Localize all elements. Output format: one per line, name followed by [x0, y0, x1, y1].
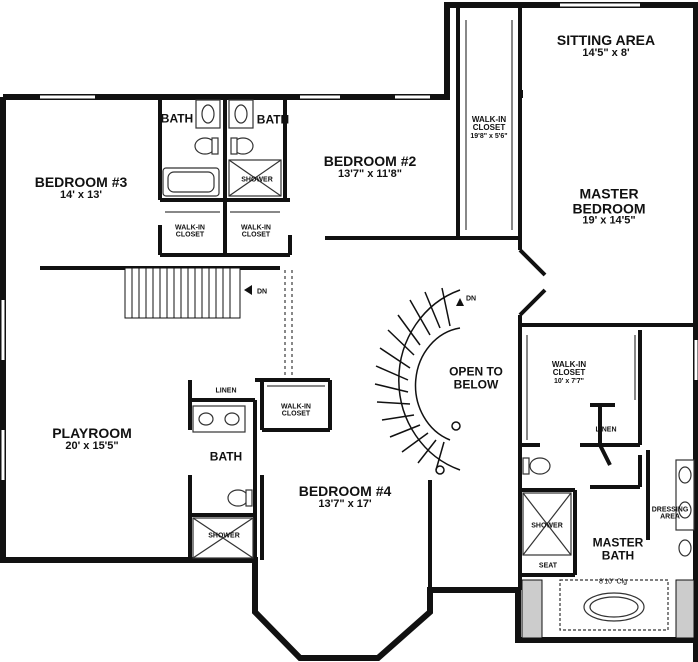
sitting-area-name: SITTING AREA [556, 31, 656, 48]
linen-hall-label: LINEN [215, 387, 237, 395]
bedroom3-dims: 14' x 13' [60, 188, 102, 201]
dashed-lines [284, 270, 665, 591]
walkin-closet-top-dims: 19'8" x 5'6" [470, 132, 508, 140]
master-bath-name1: MASTER [592, 535, 644, 550]
ceiling-label: 8'10" Clg [599, 578, 627, 586]
bath-left-label: BATH [160, 111, 194, 126]
bedroom4-label: BEDROOM #4 13'7" x 17' [299, 484, 392, 510]
walkin-closet-b4-label: WALK-IN CLOSET [281, 404, 311, 419]
window-marks [519, 90, 697, 98]
walkin-closet-top-label: WALK-IN CLOSET 19'8" x 5'6" [470, 114, 508, 140]
walkin-closet-master-label: WALK-IN CLOSET 10' x 7'7" [551, 359, 587, 385]
walkin-closet-b2-label: WALK-IN CLOSET [241, 225, 271, 240]
walkin-closet-b2-name1: WALK-IN [241, 224, 271, 232]
walkin-closet-master-dims: 10' x 7'7" [553, 377, 584, 385]
bath-hall-label: BATH [209, 449, 243, 464]
shower-upper-label: SHOWER [241, 176, 273, 184]
playroom-name: PLAYROOM [52, 424, 132, 441]
bedroom2-name: BEDROOM #2 [323, 152, 417, 169]
stair-arrow-curved [456, 298, 464, 306]
bath-right-label: BATH [256, 112, 290, 127]
open-to-below-name2: BELOW [453, 377, 499, 391]
walkin-closet-b3-label: WALK-IN CLOSET [175, 225, 205, 240]
sitting-area-dims: 14'5" x 8' [582, 46, 630, 59]
master-bath-label: MASTER BATH [593, 536, 644, 561]
walkin-closet-top-name2: CLOSET [472, 123, 506, 133]
bedroom3-name: BEDROOM #3 [34, 173, 128, 190]
bedroom3-label: BEDROOM #3 14' x 13' [35, 175, 128, 201]
straight-stairs [124, 267, 241, 319]
bedroom4-name: BEDROOM #4 [298, 482, 392, 499]
stair-dn-curved-label: DN [465, 295, 477, 303]
stair-arrow-left [244, 285, 252, 295]
fixtures [162, 99, 695, 631]
master-bedroom-name2: BEDROOM [572, 200, 646, 217]
bedroom2-dims: 13'7" x 11'8" [337, 167, 402, 180]
playroom-dims: 20' x 15'5" [65, 439, 119, 452]
dressing-area-name2: AREA [660, 514, 680, 521]
shower-master-label: SHOWER [531, 522, 563, 530]
closet-rods [165, 20, 636, 440]
windows [1, 3, 698, 480]
newel-post [435, 465, 445, 475]
stair-dn-left-label: DN [256, 288, 268, 296]
seat-label: SEAT [538, 562, 558, 570]
walkin-closet-b3-name2: CLOSET [175, 232, 205, 239]
walkin-closet-master-name1: WALK-IN [551, 359, 587, 369]
curved-stairs [374, 287, 461, 471]
master-bedroom-name1: MASTER [579, 185, 639, 202]
walkin-closet-b3-name1: WALK-IN [175, 224, 205, 232]
open-to-below-label: OPEN TO BELOW [449, 365, 503, 390]
master-bedroom-label: MASTER BEDROOM 19' x 14'5" [572, 185, 646, 228]
playroom-label: PLAYROOM 20' x 15'5" [52, 426, 132, 452]
bedroom4-dims: 13'7" x 17' [318, 497, 372, 510]
walkin-closet-b4-name1: WALK-IN [281, 403, 311, 411]
bedroom2-label: BEDROOM #2 13'7" x 11'8" [324, 154, 417, 180]
walkin-closet-b2-name2: CLOSET [241, 232, 271, 239]
open-to-below-name1: OPEN TO [449, 364, 503, 379]
master-bedroom-dims: 19' x 14'5" [582, 214, 636, 227]
walkin-closet-top-name1: WALK-IN [471, 114, 507, 124]
walkin-closet-master-name2: CLOSET [552, 368, 586, 378]
walkin-closet-b4-name2: CLOSET [281, 411, 311, 418]
dressing-area-label: DRESSING AREA [652, 507, 689, 522]
bath-windows [521, 579, 695, 639]
sitting-area-label: SITTING AREA 14'5" x 8' [557, 33, 655, 59]
dressing-area-name1: DRESSING [651, 506, 689, 514]
newel-post-2 [451, 421, 461, 431]
shower-hall-label: SHOWER [208, 532, 240, 540]
linen-master-label: LINEN [595, 426, 617, 434]
master-bath-name2: BATH [601, 548, 635, 562]
